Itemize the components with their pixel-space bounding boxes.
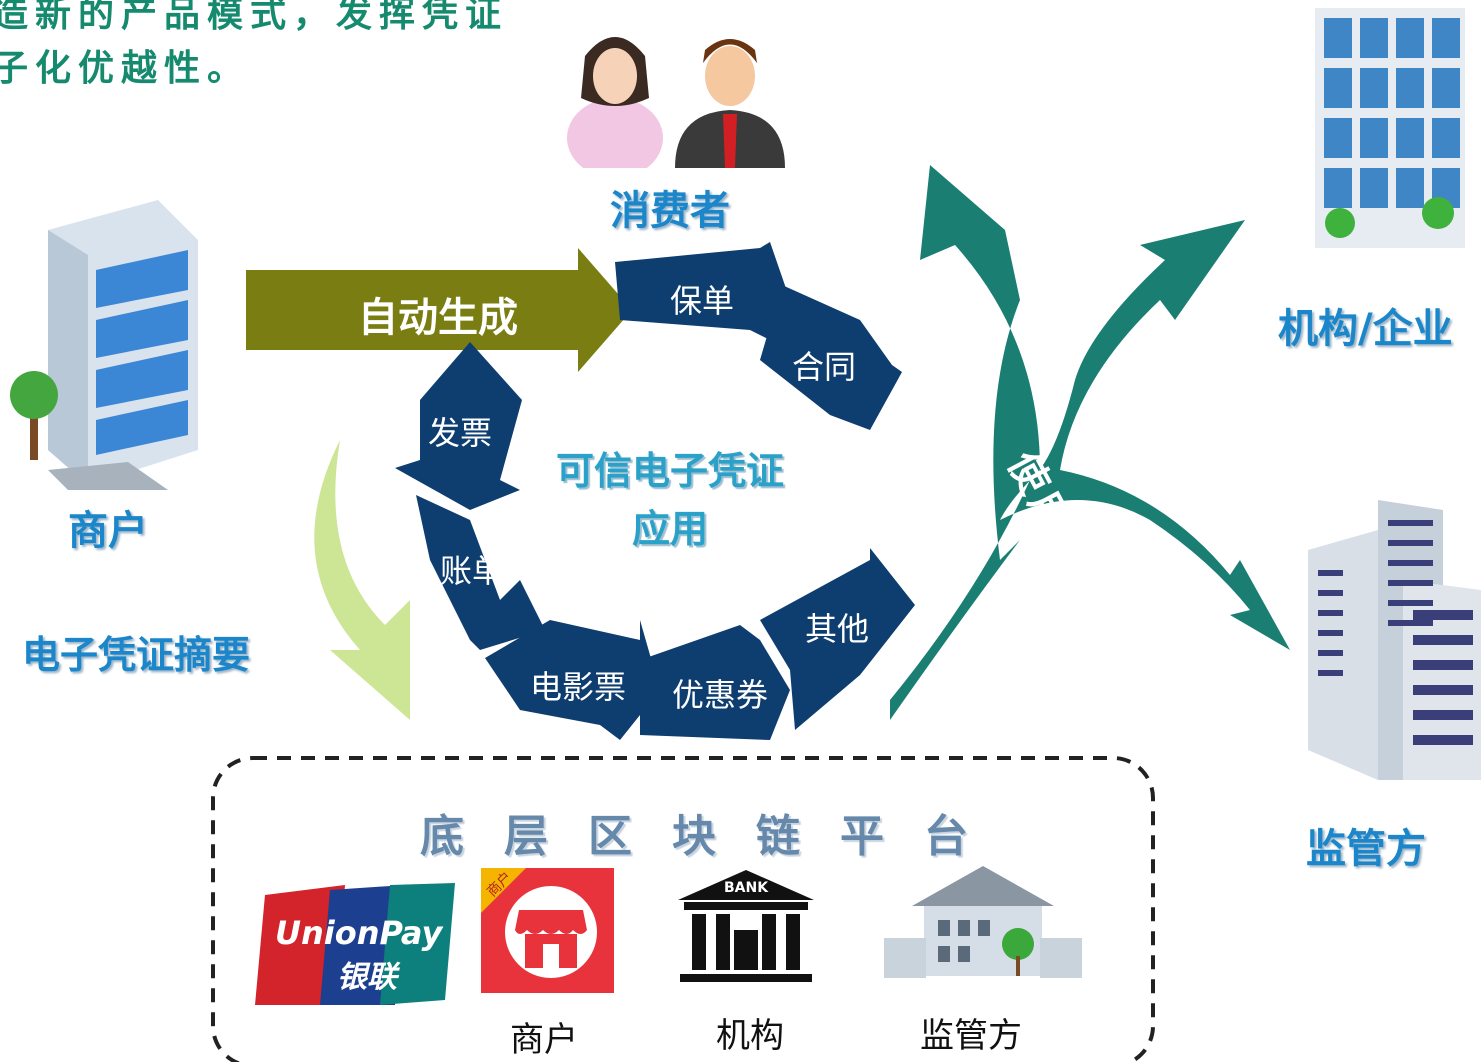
merchant-shop-icon: 商户 (481, 868, 614, 993)
bank-text: BANK (724, 880, 769, 896)
cycle-arrow-policy (615, 242, 790, 340)
female-person-icon (567, 37, 663, 168)
unionpay-en-text: UnionPay (275, 914, 443, 952)
platform-regulator-label: 监管方 (920, 1016, 1022, 1056)
summary-label: 电子凭证摘要 (22, 633, 251, 677)
heading-line-2: 子化优越性。 (0, 48, 251, 89)
male-person-icon (675, 39, 785, 168)
cycle-arrow-contract (760, 285, 902, 430)
institution-label: 机构/企业 (1278, 306, 1453, 352)
cycle-item-bill: 账单 (440, 552, 505, 590)
cycle-item-coupon: 优惠券 (672, 676, 769, 714)
cycle-arrow-other (760, 548, 915, 730)
regulator-label: 监管方 (1306, 826, 1426, 872)
regulator-house-icon (884, 866, 1082, 978)
unionpay-cn-text: 银联 (337, 960, 397, 995)
cycle-item-other: 其他 (805, 610, 870, 648)
platform-merchant-label: 商户 (510, 1020, 578, 1060)
center-title-line1: 可信电子凭证 (555, 449, 784, 493)
cycle-arrow-movie (485, 620, 660, 740)
summary-arrow (314, 440, 410, 720)
center-title-line2: 应用 (631, 507, 708, 551)
heading-text: 造新的产品模式，发挥凭证 子化优越性。 (0, 0, 508, 96)
heading-line-1: 造新的产品模式，发挥凭证 (0, 0, 509, 35)
unionpay-logo: UnionPay 银联 (255, 880, 455, 1005)
cycle-item-invoice: 发票 (428, 414, 493, 452)
consumer-icons (567, 37, 785, 168)
platform-box (211, 756, 1155, 1062)
institution-building-icon (1315, 8, 1465, 248)
cycle-arrow-bill (416, 495, 545, 650)
auto-generate-label: 自动生成 (358, 295, 518, 341)
regulator-building-icon (1308, 500, 1481, 780)
cycle-item-policy: 保单 (670, 282, 735, 320)
platform-title: 底层区块链平台 (420, 811, 1008, 862)
platform-institution-label: 机构 (716, 1016, 784, 1056)
cycle-item-contract: 合同 (792, 348, 857, 386)
auto-generate-arrow (246, 248, 632, 372)
merchant-building-icon (10, 200, 198, 490)
cycle-arrow-invoice (395, 342, 522, 510)
use-verify-arrow (890, 165, 1290, 720)
cycle-item-movie-ticket: 电影票 (530, 668, 627, 706)
bank-icon: BANK (676, 870, 816, 990)
merchant-label: 商户 (68, 508, 148, 554)
consumer-label: 消费者 (610, 188, 730, 234)
cycle-arrow-coupon (640, 625, 790, 740)
tree-icon (10, 371, 58, 460)
